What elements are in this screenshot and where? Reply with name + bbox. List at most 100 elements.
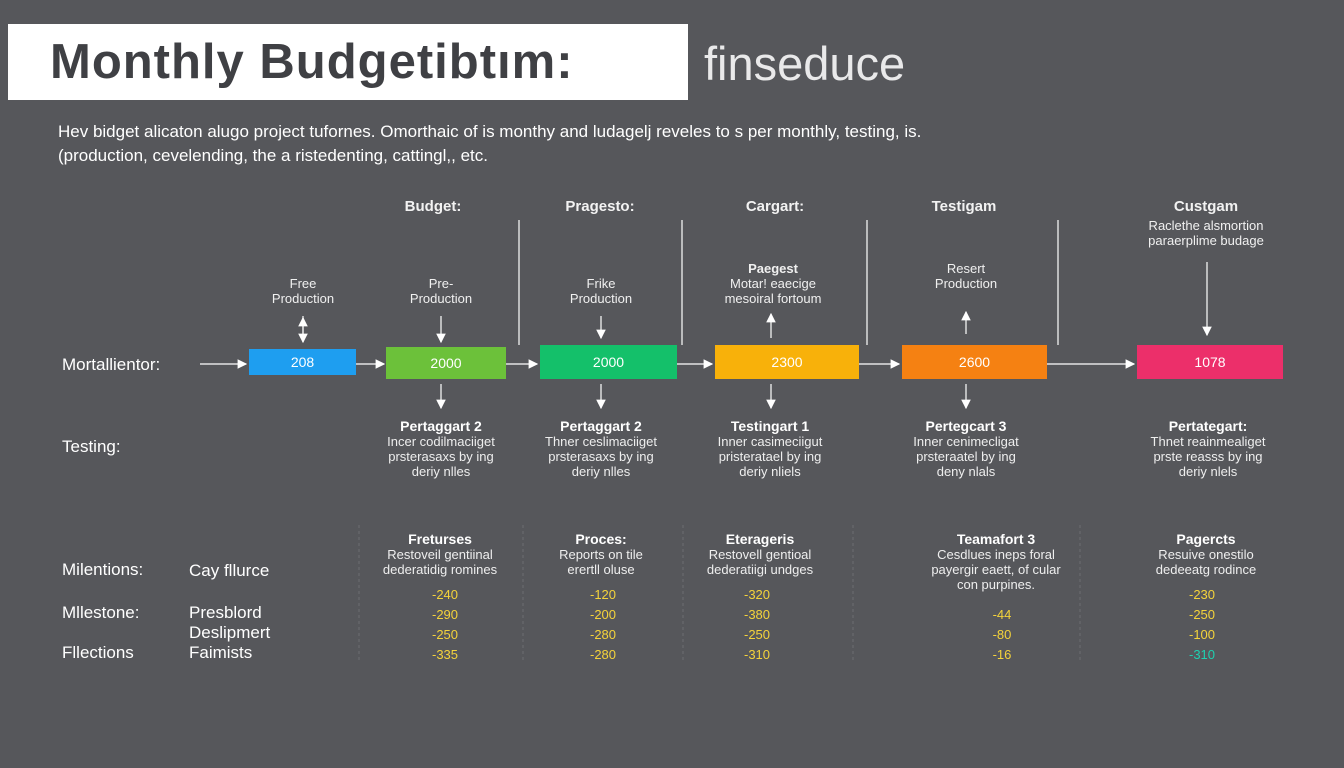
feature-item-line: dederatiigi undges — [706, 562, 814, 577]
feature-item-title: Proces: — [575, 531, 627, 547]
value-cell: -310 — [1188, 647, 1216, 662]
feature-item: Proces: Reports on tile erertll oluse — [559, 531, 643, 577]
feature-item-line: Restovell gentioal — [708, 547, 812, 562]
value-cell: -80 — [992, 627, 1012, 642]
feature-item-line: con purpines. — [956, 577, 1036, 592]
intro-line: Hev bidget alicaton alugo project tuforn… — [58, 122, 922, 141]
value-cell: -335 — [431, 647, 459, 662]
block-value: 2000 — [592, 354, 625, 370]
stage-label: Frike Production — [570, 276, 632, 306]
column-header: Budget: — [404, 198, 462, 215]
block-value: 2300 — [771, 354, 803, 370]
value-cell: -16 — [992, 647, 1012, 662]
testing-item-line: Thnet reainmealiget — [1150, 434, 1266, 449]
block-value: 208 — [290, 354, 315, 370]
intro-text: Hev bidget alicaton alugo project tuforn… — [58, 120, 1058, 168]
testing-item-line: prste reasss by ing — [1153, 449, 1263, 464]
custgam-note: Raclethe alsmortion paraerplime budage — [1148, 218, 1264, 248]
row-label-milestones: Milentions: — [62, 560, 144, 579]
stage-label: Paegest Motar! eaecige mesoiral fortoum — [725, 261, 822, 306]
value-cell: -44 — [992, 607, 1012, 622]
value-cell: -250 — [743, 627, 771, 642]
row-label-timeline: Mortallientor: — [62, 355, 161, 374]
stage-label-line: mesoiral fortoum — [724, 291, 822, 306]
testing-item-line: deriy nliels — [739, 464, 801, 479]
column-header: Cargart: — [745, 198, 805, 215]
title-banner — [8, 24, 688, 100]
testing-item-title: Testingart 1 — [730, 418, 810, 434]
feature-item-title: Eterageris — [725, 531, 795, 547]
value-cell: -200 — [589, 607, 617, 622]
testing-item: Pertaggart 2 Incer codilmaciiget prstera… — [387, 418, 495, 479]
row-label-fillections: Fllections — [62, 643, 134, 662]
budget-block: 2600 — [902, 345, 1047, 379]
stage-label-line: Resert — [946, 261, 986, 276]
value-cell: -240 — [431, 587, 459, 602]
feature-item: Teamafort 3 Cesdlues ineps foral payergi… — [931, 531, 1060, 592]
stage-label-line: Production — [934, 276, 998, 291]
testing-item-line: prsterasaxs by ing — [548, 449, 654, 464]
stage-label-line: Frike — [586, 276, 616, 291]
value-cell: -280 — [589, 647, 617, 662]
feature-item-title: Freturses — [408, 531, 472, 547]
side-label-cay: Cay fllurce — [189, 561, 270, 580]
stage-label-line: Pre- — [428, 276, 454, 291]
value-cell: -280 — [589, 627, 617, 642]
column-header: Testigam — [931, 198, 997, 215]
stage-label: Pre- Production — [410, 276, 472, 306]
note-line: paraerplime budage — [1148, 233, 1264, 248]
testing-item-line: Thner ceslimaciiget — [545, 434, 657, 449]
feature-item-line: Reports on tile — [559, 547, 643, 562]
testing-item: Testingart 1 Inner casimeciigut pristera… — [718, 418, 823, 479]
budget-block: 2000 — [540, 345, 677, 379]
row-label-milestone: Mllestone: — [62, 603, 140, 622]
intro-line: (production, cevelending, the a risteden… — [58, 146, 488, 165]
stage-label-line: Paegest — [748, 261, 798, 276]
testing-item: Pertaggart 2 Thner ceslimaciiget prstera… — [545, 418, 657, 479]
testing-item-line: deriy nlles — [571, 464, 631, 479]
value-cell: -120 — [589, 587, 617, 602]
testing-item-line: deny nlals — [936, 464, 996, 479]
testing-item-title: Pertaggart 2 — [560, 418, 642, 434]
feature-item-line: erertll oluse — [567, 562, 635, 577]
page-title: Monthly Budgetibtım: — [50, 35, 574, 89]
feature-item-line: payergir eaett, of cular — [931, 562, 1061, 577]
testing-item: Pertegcart 3 Inner cenimecligat prsteraa… — [913, 418, 1019, 479]
testing-item-line: deriy nlles — [411, 464, 471, 479]
value-cell: -310 — [743, 647, 771, 662]
stage-label-line: Motar! eaecige — [730, 276, 816, 291]
testing-item-line: Inner cenimecligat — [913, 434, 1019, 449]
row-label-testing: Testing: — [62, 437, 121, 456]
stage-label-line: Production — [271, 291, 335, 306]
feature-item: Eterageris Restovell gentioal dederatiig… — [707, 531, 813, 577]
feature-item-line: dederatidig romines — [382, 562, 498, 577]
value-cell: -320 — [743, 587, 771, 602]
block-value: 1078 — [1194, 354, 1226, 370]
testing-item-line: pristeratael by ing — [718, 449, 822, 464]
stage-label: Resert Production — [935, 261, 997, 291]
value-cell: -100 — [1188, 627, 1216, 642]
feature-item: Freturses Restoveil gentiinal dederatidi… — [383, 531, 497, 577]
stage-label: Free Production — [272, 276, 334, 306]
testing-item-line: Inner casimeciigut — [717, 434, 823, 449]
testing-item-title: Pertategart: — [1168, 418, 1248, 434]
column-header: Custgam — [1173, 198, 1239, 215]
testing-item: Pertategart: Thnet reainmealiget prste r… — [1151, 418, 1266, 479]
feature-item-line: Restoveil gentiinal — [387, 547, 493, 562]
column-header: Pragesto: — [565, 198, 635, 215]
testing-item-title: Pertaggart 2 — [400, 418, 482, 434]
stage-label-line: Production — [569, 291, 633, 306]
budget-block: 208 — [249, 349, 356, 375]
value-cell: -250 — [431, 627, 459, 642]
testing-item-line: prsterasaxs by ing — [388, 449, 494, 464]
stage-label-line: Free — [289, 276, 317, 291]
side-label-deslipmert: Deslipmert — [189, 623, 271, 642]
testing-item-line: Incer codilmaciiget — [387, 434, 495, 449]
feature-item-title: Pagercts — [1176, 531, 1236, 547]
budget-block: 2000 — [386, 347, 506, 379]
testing-item-line: prsteraatel by ing — [916, 449, 1016, 464]
page-title-suffix: finseduce — [704, 37, 906, 90]
block-value: 2000 — [430, 355, 462, 371]
feature-item-line: dedeeatg rodince — [1155, 562, 1257, 577]
note-line: Raclethe alsmortion — [1148, 218, 1264, 233]
